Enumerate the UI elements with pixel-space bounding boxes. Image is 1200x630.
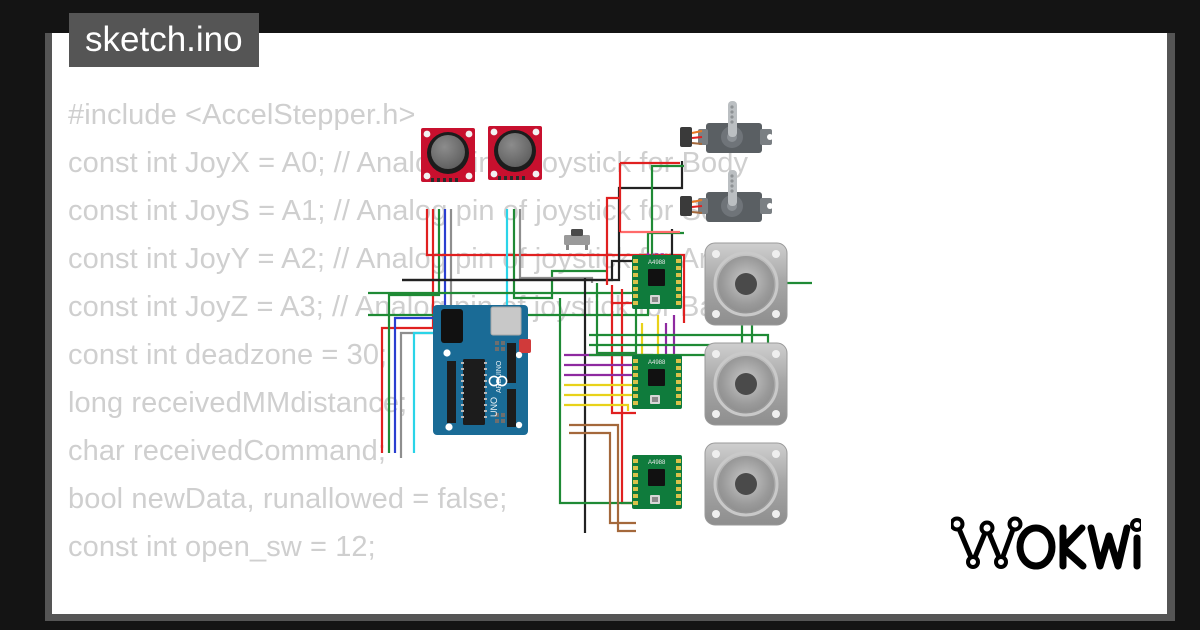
wokwi-logo — [951, 514, 1141, 576]
code-line: bool newData, runallowed = false; — [68, 483, 508, 515]
code-line: const int JoyX = A0; // Analog pin of jo… — [68, 147, 749, 179]
editor-canvas: #include <AccelStepper.h> const int JoyX… — [52, 33, 1167, 614]
code-line: const int JoyY = A2; // Analog pin of jo… — [68, 243, 733, 275]
wokwi-wordmark — [1016, 524, 1141, 570]
file-tab-sketch-ino[interactable]: sketch.ino — [69, 13, 259, 67]
wokwi-node-dots — [951, 516, 1023, 569]
code-line: const int JoyZ = A3; // Analog pin of jo… — [68, 291, 747, 323]
code-line: char receivedCommand; — [68, 435, 387, 467]
wokwi-i-dot — [1130, 518, 1141, 532]
code-line: const int JoyS = A1; // Analog pin of jo… — [68, 195, 758, 227]
code-line: const int open_sw = 12; — [68, 531, 376, 563]
code-editor-text: #include <AccelStepper.h> const int JoyX… — [68, 91, 1158, 571]
code-line: const int deadzone = 30; — [68, 339, 388, 371]
code-line: long receivedMMdistance; — [68, 387, 408, 419]
code-line: #include <AccelStepper.h> — [68, 99, 416, 131]
